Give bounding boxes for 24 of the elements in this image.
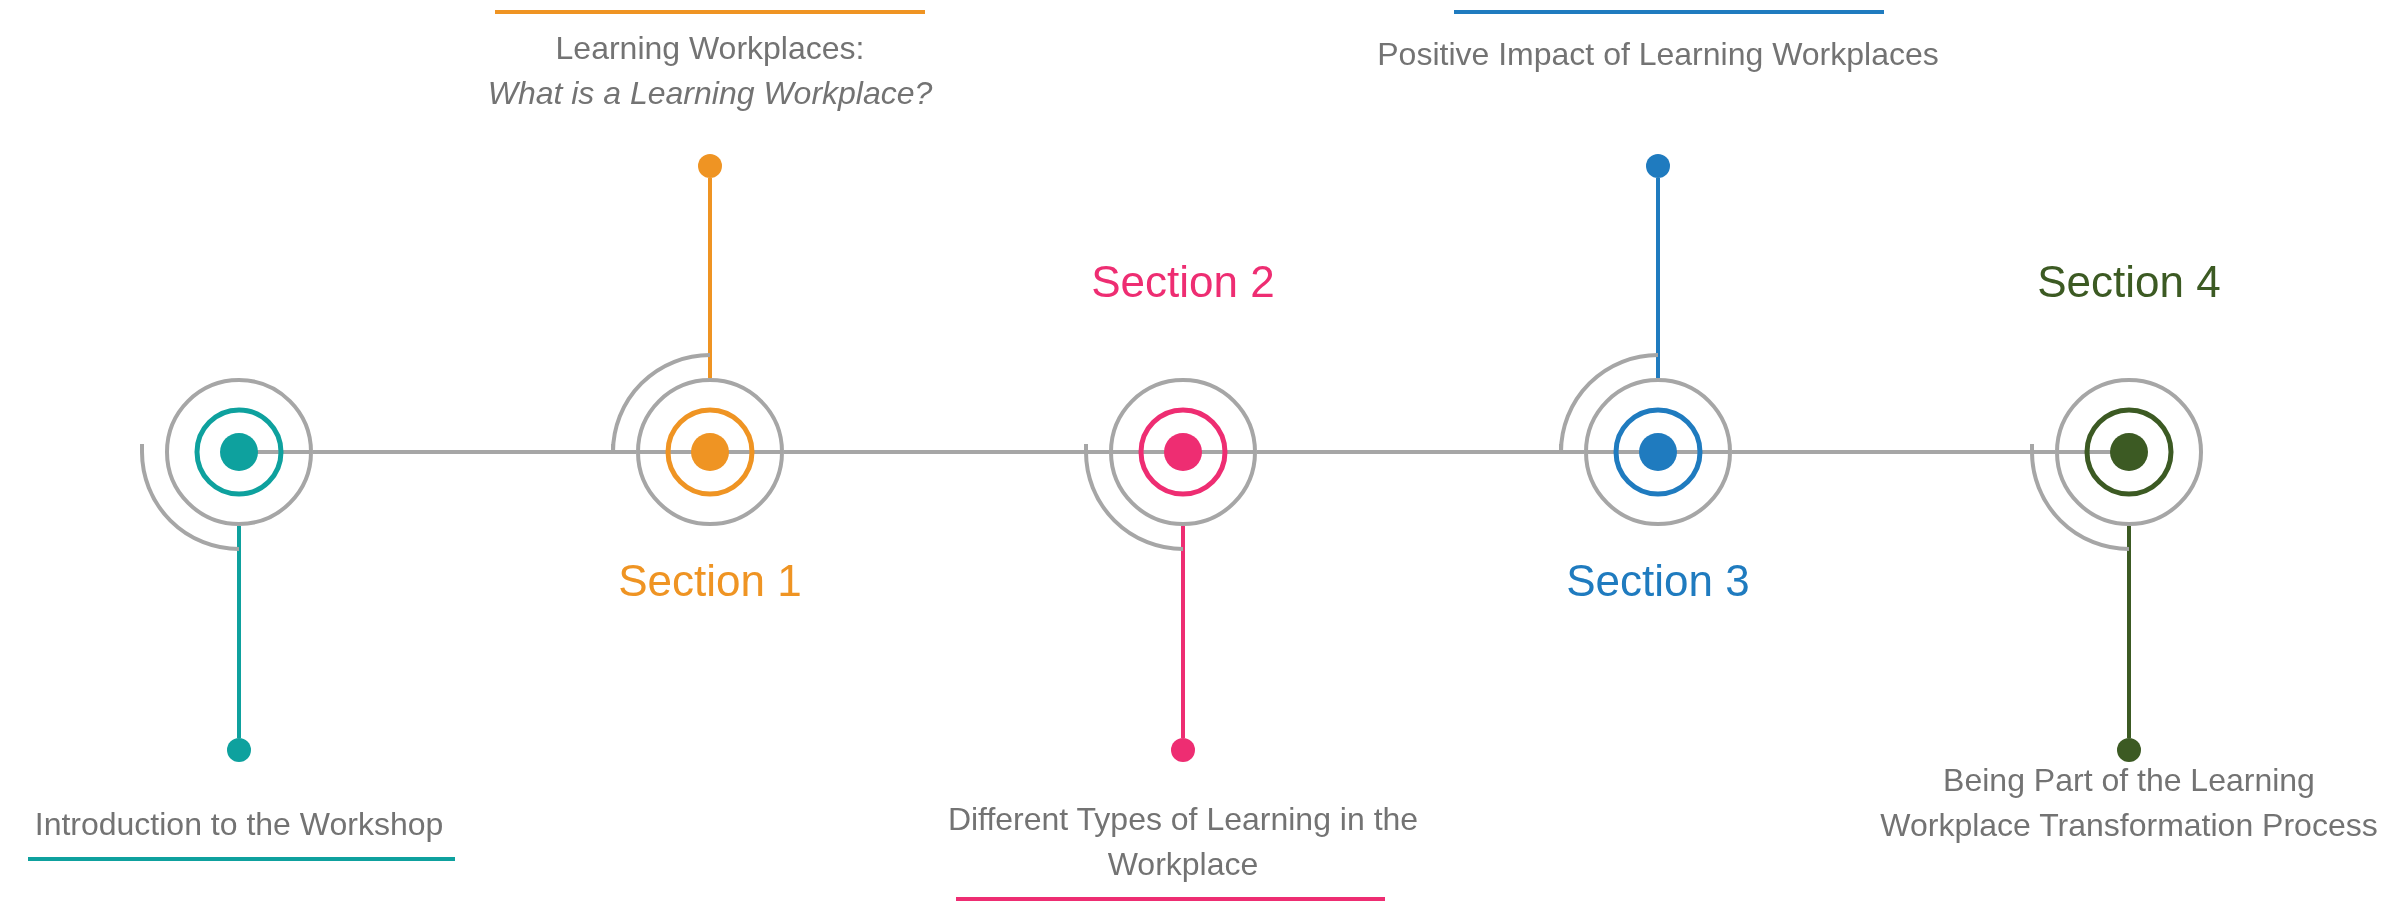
- connector-line: [1181, 526, 1185, 738]
- connector-line: [237, 526, 241, 738]
- target-circle: [2054, 377, 2204, 527]
- connector-line: [1732, 450, 2055, 454]
- connector-line: [708, 178, 712, 378]
- connector-line: [1257, 450, 1584, 454]
- section-label: Section 3: [1566, 555, 1750, 607]
- target-circle: [164, 377, 314, 527]
- description-text: Being Part of the Learning Workplace Transformation Process: [1879, 761, 2379, 845]
- description-text: Learning Workplaces:: [555, 29, 865, 68]
- target-circle: [1583, 377, 1733, 527]
- target-circle: [1108, 377, 1258, 527]
- section-label: Section 2: [1091, 256, 1275, 308]
- connector-line: [784, 450, 1109, 454]
- connector-line: [2127, 526, 2131, 738]
- section-label: Section 1: [618, 555, 802, 607]
- description-text: Introduction to the Workshop: [34, 805, 444, 844]
- description-text: What is a Learning Workplace?: [487, 73, 933, 113]
- description-text: Different Types of Learning in the Workplace: [946, 800, 1420, 884]
- connector-line: [313, 450, 636, 454]
- description-text: Positive Impact of Learning Workplaces: [1377, 35, 1939, 74]
- section-label: Section 4: [2037, 256, 2221, 308]
- connector-line: [1656, 178, 1660, 378]
- target-circle: [635, 377, 785, 527]
